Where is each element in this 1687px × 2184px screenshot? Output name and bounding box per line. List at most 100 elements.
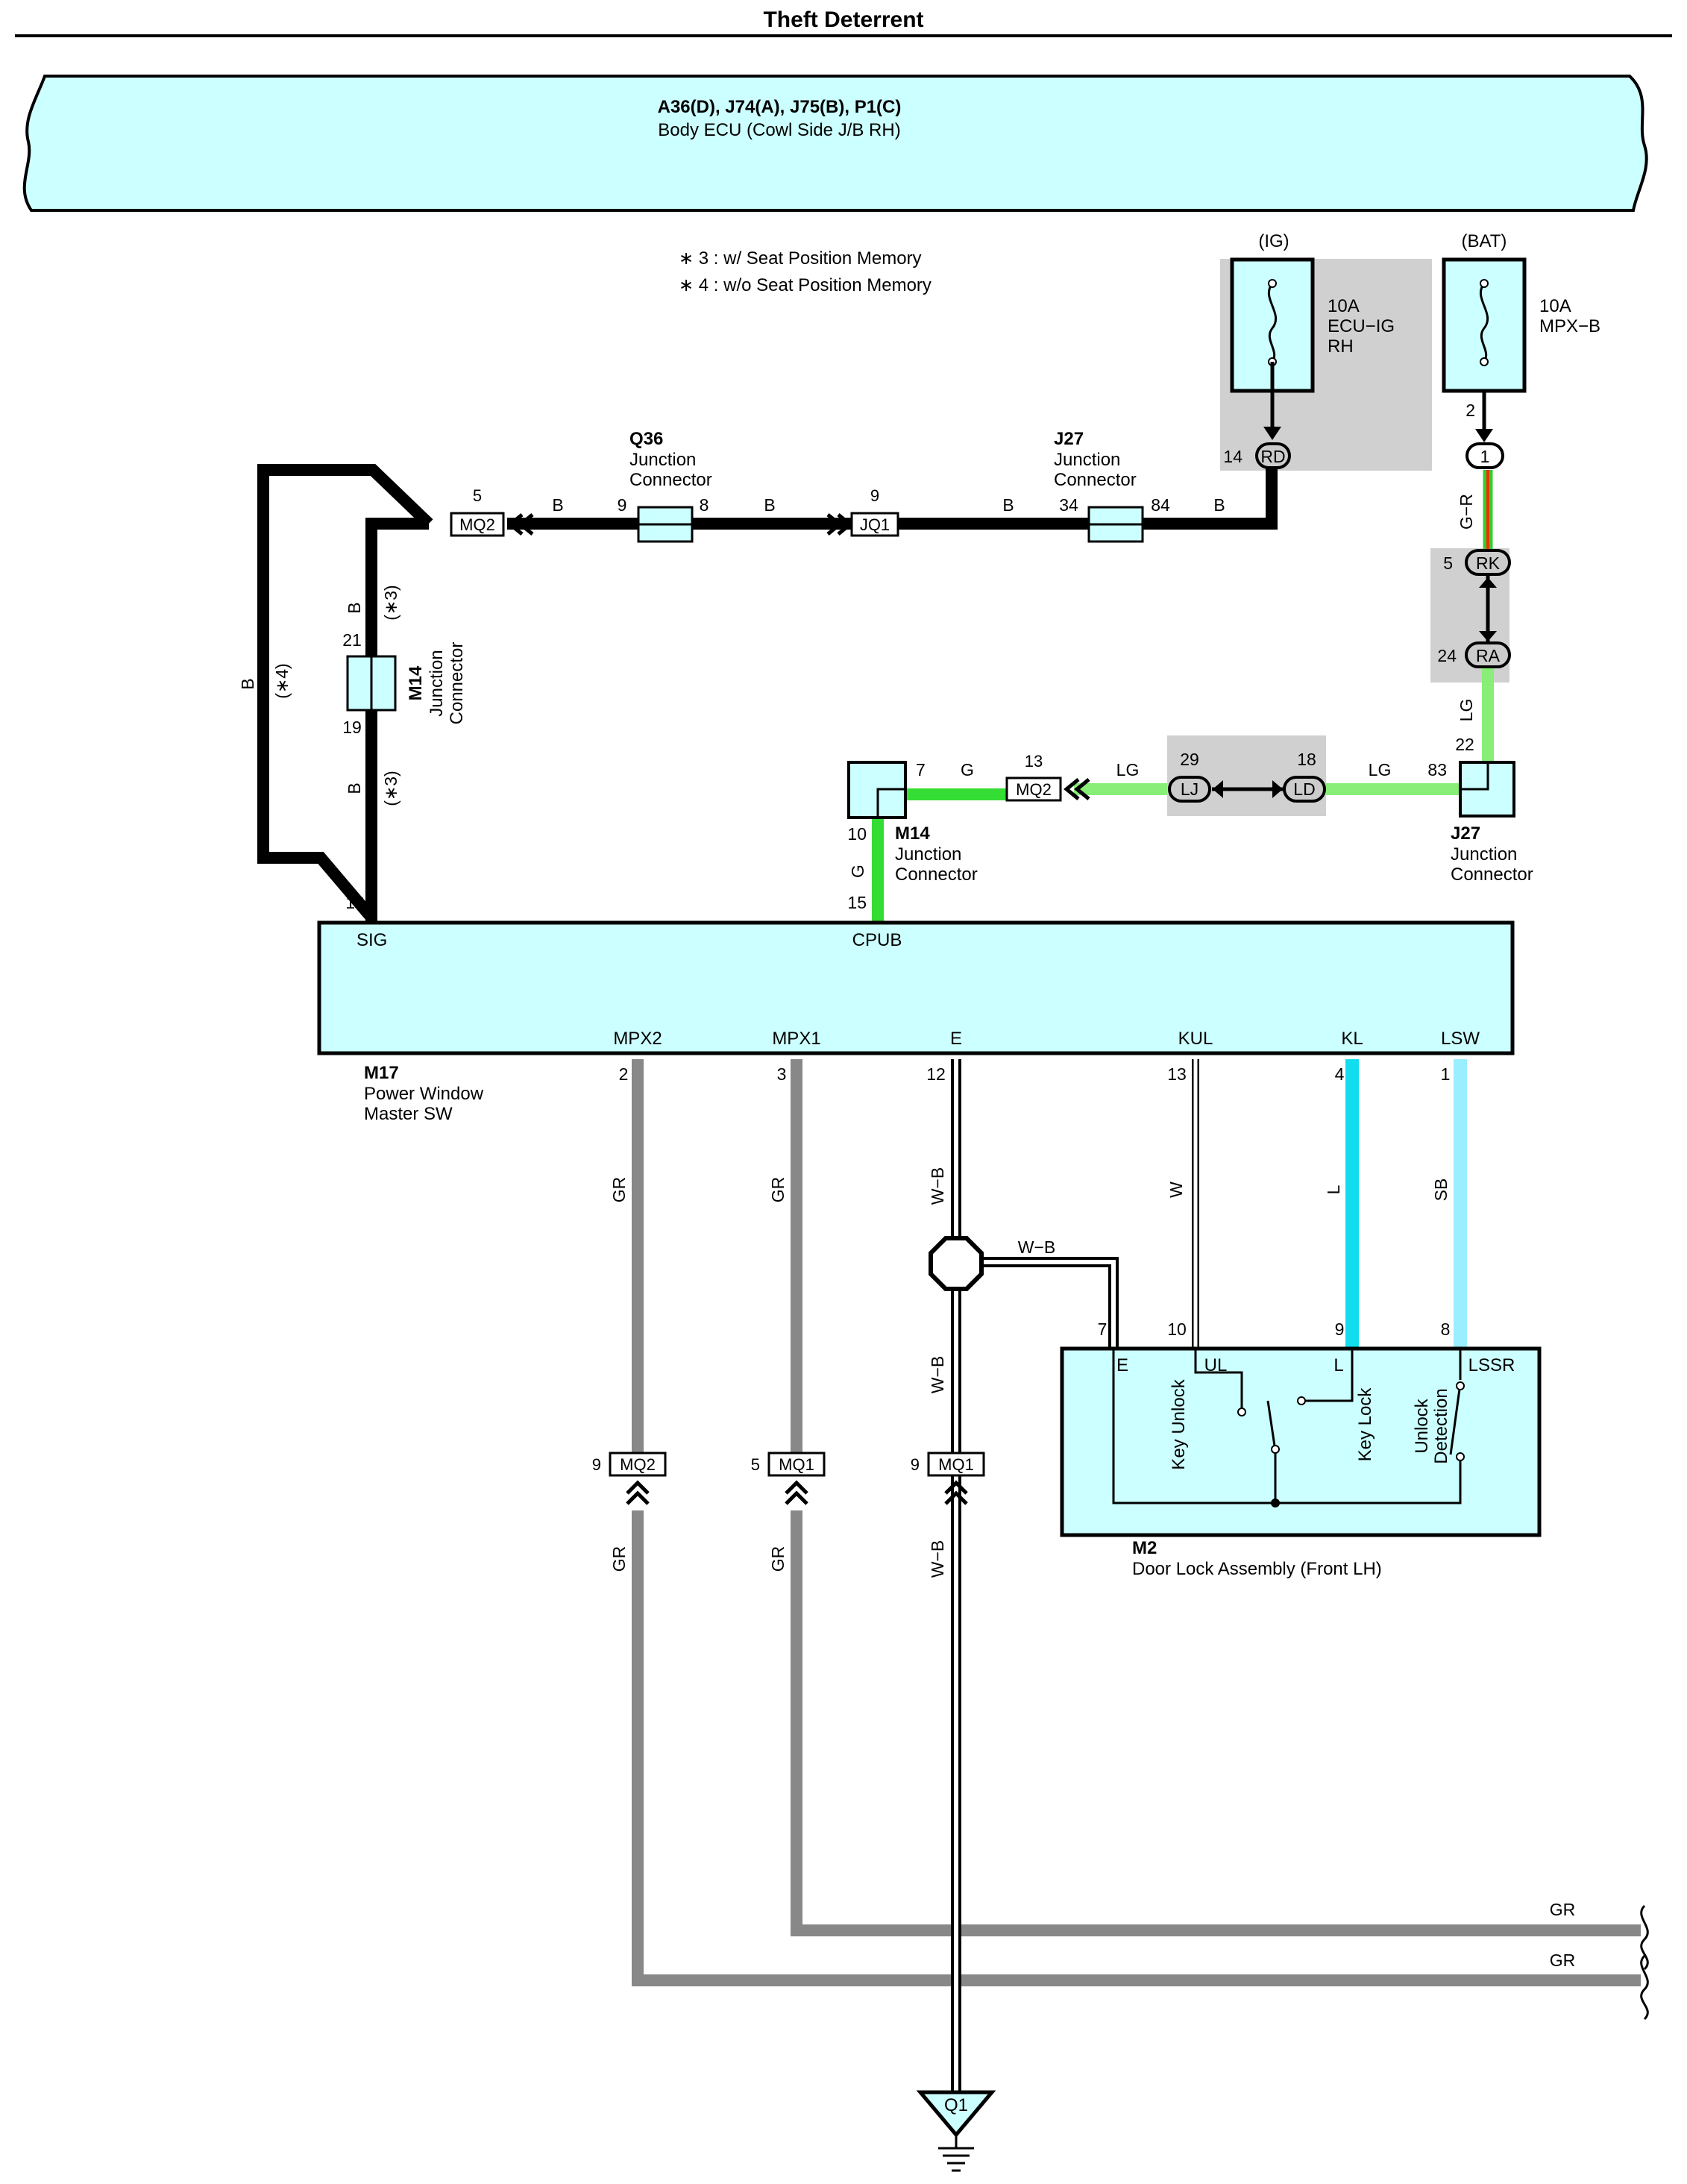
note-2: ∗ 4 : w/o Seat Position Memory (679, 275, 932, 295)
wire-gr-label-2: GR (768, 1177, 788, 1203)
m14-mid-pin-in: 7 (916, 760, 926, 779)
m17-terminal-mpx2: MPX2 (613, 1029, 662, 1049)
wire-wb-m2-core (981, 1260, 1116, 1349)
wire-lg-label-1: LG (1116, 760, 1140, 779)
j27-right-id: J27 (1451, 823, 1480, 844)
j27-top-line2: Connector (1054, 470, 1137, 490)
junction-j27-top[interactable]: J27 Junction Connector 34 84 (1054, 429, 1170, 543)
mq2-top-pin: 5 (473, 486, 482, 505)
m17-terminal-cpub: CPUB (852, 930, 902, 950)
ig-fuse-name1: ECU−IG (1328, 316, 1395, 336)
j27-top-pin-out: 84 (1151, 495, 1170, 515)
m17-id: M17 (364, 1063, 399, 1083)
mq1-a-pin: 5 (751, 1455, 760, 1474)
q36-id: Q36 (629, 429, 663, 449)
mq2-bot-chevrons (626, 1480, 650, 1505)
rd-connector (1255, 442, 1291, 469)
m2-pin-e: 7 (1098, 1320, 1108, 1339)
mq2-top-box (450, 512, 505, 537)
m14-left-id: M14 (406, 665, 426, 700)
m17-power-window-master-sw[interactable]: SIG CPUB MPX2 MPX1 E KUL KL LSW 18 2 3 1… (317, 893, 1515, 1124)
m17-pin-kl: 4 (1335, 1064, 1345, 1084)
mq1-a-box (767, 1452, 826, 1477)
mq1-a-chevrons (785, 1480, 808, 1505)
ld-arrow (1272, 780, 1283, 798)
wire-b-star4 (257, 464, 433, 922)
junction-m14-left[interactable]: 21 19 M14 Junction Connector (342, 630, 467, 737)
wire-b-top (507, 466, 1278, 530)
star3-label-1: (∗3) (381, 585, 400, 620)
connector-mq1-a[interactable]: MQ1 5 (751, 1452, 826, 1505)
ra-connector (1465, 641, 1511, 668)
junction-j27-right[interactable]: 22 83 J27 Junction Connector (1427, 735, 1533, 885)
ld-connector (1283, 776, 1326, 803)
m17-pin-e: 12 (926, 1064, 946, 1084)
m2-terminal-lssr: LSSR (1468, 1355, 1515, 1375)
connector-lj-ld[interactable]: LJ 29 LD 18 (1168, 750, 1326, 803)
m17-terminal-kl: KL (1341, 1029, 1363, 1049)
wire-gr-label-3: GR (609, 1546, 629, 1572)
mq2-bot-box (609, 1452, 667, 1477)
ra-arrow (1479, 631, 1497, 641)
j27-right-pin-out: 83 (1427, 760, 1447, 779)
body-ecu-name: Body ECU (Cowl Side J/B RH) (658, 120, 900, 140)
m14-mid-pin-out: 10 (847, 824, 867, 844)
bat-fuse-terminal-top (1480, 279, 1489, 288)
ig-fuse-icon (1267, 283, 1278, 363)
cpub-pin: 15 (847, 893, 867, 912)
bat-connector-1 (1465, 442, 1504, 469)
j27-right-pin-in: 22 (1455, 735, 1474, 754)
q36-line1: Junction (629, 450, 696, 470)
connector-mq2-top[interactable]: MQ2 5 (450, 486, 534, 537)
connector-mq2-bot[interactable]: MQ2 9 (592, 1452, 667, 1505)
m17-terminal-sig: SIG (356, 930, 387, 950)
m2-pin-l: 9 (1335, 1320, 1345, 1339)
wire-gr-mpx2-run (632, 1510, 1641, 1986)
connector-mq1-b[interactable]: MQ1 9 (911, 1452, 985, 1505)
ground-q1[interactable]: Q1 (916, 2090, 996, 2172)
rd-pin: 14 (1223, 447, 1243, 466)
m2-id: M2 (1132, 1538, 1157, 1558)
m2-door-lock-assembly[interactable]: 7 10 9 8 E UL L LSSR Key Unlock Key Lock… (1060, 1320, 1542, 1579)
m17-pin-kul: 13 (1167, 1064, 1187, 1084)
mq2-top-label: MQ2 (459, 515, 495, 534)
jq1-pin: 9 (870, 486, 879, 505)
wire-b-label-7: B (238, 678, 257, 689)
m17-name2: Master SW (364, 1104, 453, 1124)
wire-wb-label-1: W−B (928, 1167, 947, 1205)
lj-pin: 29 (1180, 750, 1199, 769)
wire-g-label: G (961, 760, 974, 779)
mq2-g-box (1005, 776, 1062, 802)
fuse-ig[interactable]: (IG) 10A ECU−IG RH RD 14 (1223, 231, 1395, 469)
junction-q36[interactable]: Q36 Junction Connector 9 8 (618, 429, 712, 543)
m14-mid-id: M14 (895, 823, 930, 844)
m17-box (317, 920, 1515, 1055)
ig-supply-label: (IG) (1258, 231, 1289, 251)
wire-wb-label-2: W−B (1018, 1237, 1055, 1257)
bat-fuse-icon (1479, 283, 1489, 363)
wire-break-1 (1640, 1904, 1649, 1971)
unlock-detection-label-2: Detection (1431, 1388, 1451, 1463)
mq2-g-pin: 13 (1025, 752, 1043, 771)
bat-supply-label: (BAT) (1462, 231, 1507, 251)
wire-b-m14 (365, 518, 429, 923)
body-ecu[interactable]: A36(D), J74(A), J75(B), P1(C) Body ECU (… (22, 75, 1648, 212)
connector-rk-ra[interactable]: RK 5 RA 24 (1437, 549, 1511, 668)
mq2-bot-label: MQ2 (620, 1455, 656, 1474)
rk-label: RK (1476, 553, 1501, 573)
connector-jq1[interactable]: JQ1 9 (826, 486, 899, 537)
body-ecu-connectors: A36(D), J74(A), J75(B), P1(C) (658, 97, 902, 117)
wire-sb-label: SB (1431, 1179, 1451, 1202)
mq2-g-chevrons (1064, 778, 1090, 800)
mq1-b-box (927, 1452, 985, 1477)
ig-fuse-rating: 10A (1328, 296, 1360, 316)
m2-ground-junction (1271, 1499, 1280, 1507)
rd-connector-label: RD (1260, 447, 1285, 466)
wire-wb-m2 (981, 1257, 1119, 1349)
junction-m14-mid[interactable]: 7 10 M14 Junction Connector (847, 760, 978, 885)
connector-mq2-g[interactable]: MQ2 13 (1005, 752, 1090, 802)
fuse-bat[interactable]: (BAT) 10A MPX−B 2 1 (1442, 231, 1600, 469)
ground-q1-triangle (916, 2090, 996, 2138)
m14-left-pin-top: 21 (342, 630, 362, 650)
m14-mid-divider (876, 788, 905, 818)
